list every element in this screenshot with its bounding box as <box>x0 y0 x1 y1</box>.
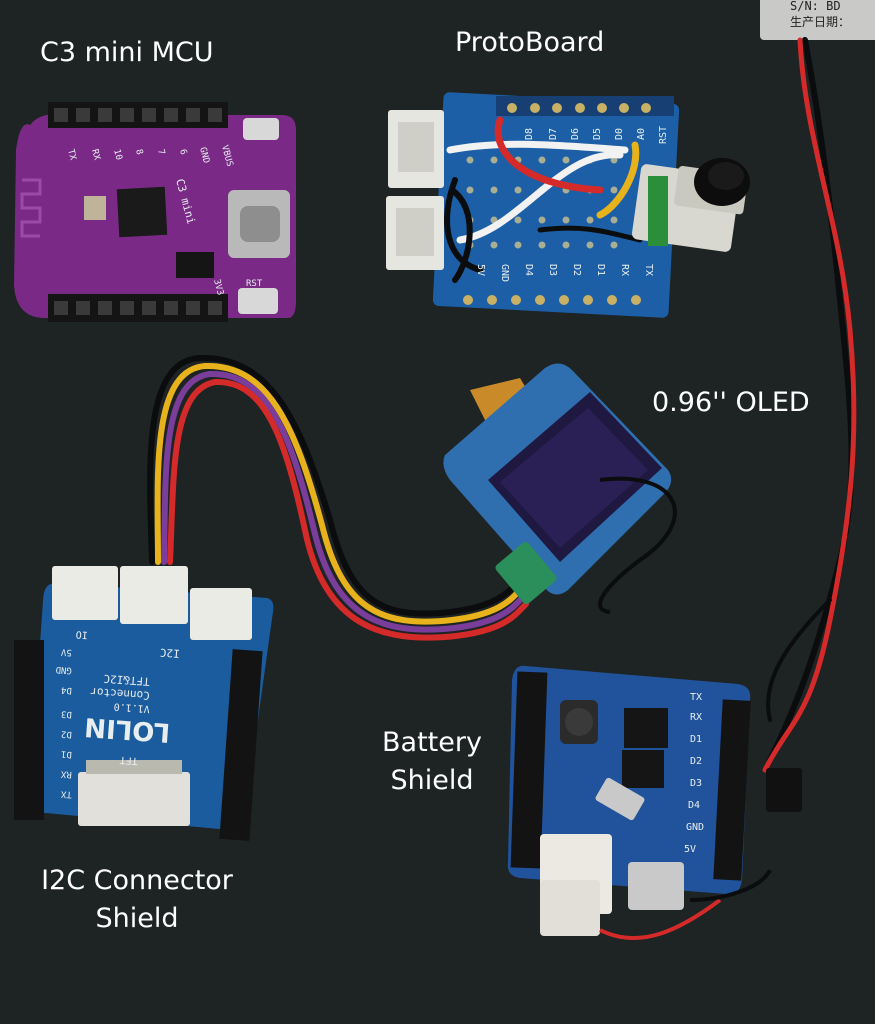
protoboard-label: ProtoBoard <box>455 27 605 58</box>
svg-text:TX: TX <box>65 148 78 162</box>
svg-text:D4: D4 <box>688 800 700 811</box>
i2c-shield-label-line1: I2C Connector <box>41 865 233 896</box>
svg-text:RST: RST <box>246 279 263 289</box>
svg-text:D2: D2 <box>571 264 582 276</box>
svg-text:GND: GND <box>55 664 72 675</box>
svg-text:I2C: I2C <box>159 646 180 660</box>
svg-text:V1.1.0: V1.1.0 <box>113 700 150 713</box>
i2c-connector-shield: LOLIN TFT&I2C Connector V1.1.0 I2C TFT I… <box>14 566 274 841</box>
svg-text:S/N: BD: S/N: BD <box>790 0 841 13</box>
svg-text:6: 6 <box>177 148 188 156</box>
c3-mini-mcu-board: TX RX 10 8 7 6 GND VBUS C3 mini 3V3 RST <box>14 102 296 322</box>
svg-text:8: 8 <box>133 148 144 156</box>
svg-text:D4: D4 <box>523 264 534 276</box>
battery-shield-label-line1: Battery <box>382 727 482 758</box>
svg-text:D0: D0 <box>614 128 625 140</box>
protoboard: D8 D7 D6 D5 D0 A0 RST 5V GND D4 D3 D2 D1… <box>386 92 750 318</box>
svg-text:TFT&I2C: TFT&I2C <box>103 672 150 688</box>
svg-text:GND: GND <box>499 264 510 282</box>
svg-text:TX: TX <box>690 692 702 703</box>
svg-text:A0: A0 <box>636 128 647 140</box>
svg-text:D6: D6 <box>570 128 581 140</box>
svg-text:D1: D1 <box>690 734 702 745</box>
i2c-shield-label: I2C Connector Shield <box>22 862 252 938</box>
svg-text:5V: 5V <box>684 844 696 855</box>
oled-label: 0.96'' OLED <box>652 387 810 418</box>
svg-text:TX: TX <box>643 264 654 276</box>
svg-text:D1: D1 <box>595 264 606 276</box>
svg-text:5V: 5V <box>475 264 486 276</box>
svg-text:生产日期：: 生产日期： <box>790 15 850 29</box>
svg-text:RX: RX <box>619 264 630 276</box>
svg-text:D7: D7 <box>548 128 559 140</box>
svg-text:D3: D3 <box>61 708 73 719</box>
battery-shield-label: Battery Shield <box>372 724 492 800</box>
svg-text:GND: GND <box>686 822 704 833</box>
svg-text:RX: RX <box>89 148 102 162</box>
svg-text:D2: D2 <box>61 728 73 739</box>
svg-text:D8: D8 <box>524 128 535 140</box>
i2c-shield-label-line2: Shield <box>95 903 179 934</box>
svg-text:D1: D1 <box>61 748 73 759</box>
svg-text:D3: D3 <box>690 778 702 789</box>
battery-shield-label-line2: Shield <box>390 765 474 796</box>
svg-text:10: 10 <box>111 148 123 161</box>
svg-text:5V: 5V <box>60 646 72 657</box>
svg-text:RX: RX <box>690 712 702 723</box>
svg-text:3V3: 3V3 <box>211 278 225 296</box>
svg-text:D5: D5 <box>592 128 603 140</box>
svg-text:Connector: Connector <box>89 685 150 702</box>
svg-text:RX: RX <box>60 768 72 779</box>
svg-text:D2: D2 <box>690 756 702 767</box>
battery-shield: TX RX D1 D2 D3 D4 GND 5V <box>507 665 802 940</box>
c3-mini-mcu-label: C3 mini MCU <box>40 37 214 68</box>
svg-text:RST: RST <box>658 126 669 144</box>
oled-display-module <box>443 363 677 614</box>
svg-text:TX: TX <box>60 788 72 799</box>
svg-text:LOLIN: LOLIN <box>83 711 171 747</box>
battery-pack-sticker: S/N: BD 生产日期： <box>760 0 875 40</box>
svg-text:IO: IO <box>75 628 88 640</box>
i2c-cable <box>147 354 529 641</box>
svg-text:TFT: TFT <box>119 754 138 766</box>
svg-text:D3: D3 <box>547 264 558 276</box>
battery-leads <box>762 37 857 773</box>
svg-text:D4: D4 <box>61 684 73 695</box>
svg-text:GND: GND <box>197 146 211 164</box>
svg-text:7: 7 <box>155 148 166 156</box>
